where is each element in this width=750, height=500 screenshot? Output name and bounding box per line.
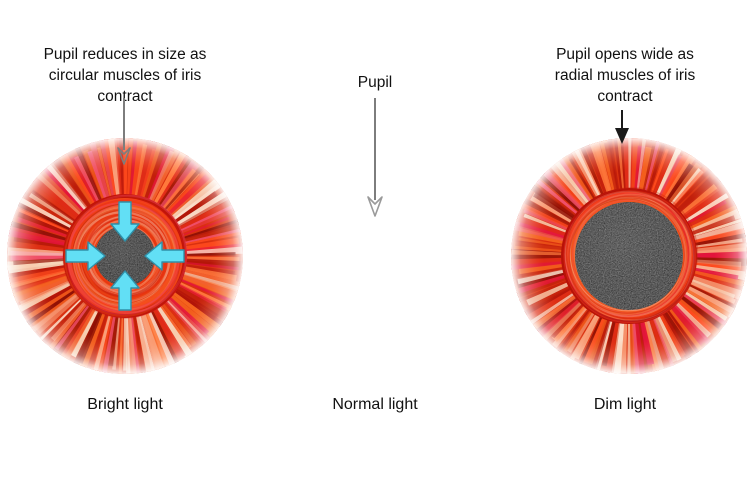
annotation-label-radial-muscles: Pupil opens wide as radial muscles of ir… xyxy=(554,46,696,105)
circular-muscle-arrows xyxy=(65,201,185,311)
eye-svg-bright xyxy=(7,138,243,374)
caption-bright-light: Bright light xyxy=(87,396,163,413)
panel-dim-light: Pupil opens wide as radial muscles of ir… xyxy=(500,0,750,500)
pupil-normal xyxy=(575,202,683,310)
muscle-arrow-top xyxy=(110,201,140,242)
panel-bright-light: Pupil reduces in size as circular muscle… xyxy=(0,0,250,500)
leader-line-bright xyxy=(117,98,131,165)
muscle-arrow-bottom xyxy=(110,270,140,311)
caption-normal-light: Normal light xyxy=(332,396,418,413)
muscle-arrow-right xyxy=(144,241,185,271)
pupil-constricted xyxy=(95,226,155,286)
leader-line-dim xyxy=(615,110,629,144)
eye-svg-normal xyxy=(511,138,747,374)
annotation-label-circular-muscles: Pupil reduces in size as circular muscle… xyxy=(43,46,207,105)
muscle-arrow-left xyxy=(65,241,106,271)
eye-diagram-bright xyxy=(4,138,246,374)
panel-normal-light: Pupil xyxy=(250,0,747,500)
annotation-label-pupil: Pupil xyxy=(357,74,393,91)
eye-diagram-normal xyxy=(508,138,750,374)
leader-line-normal xyxy=(367,98,383,217)
caption-dim-light: Dim light xyxy=(593,396,657,413)
